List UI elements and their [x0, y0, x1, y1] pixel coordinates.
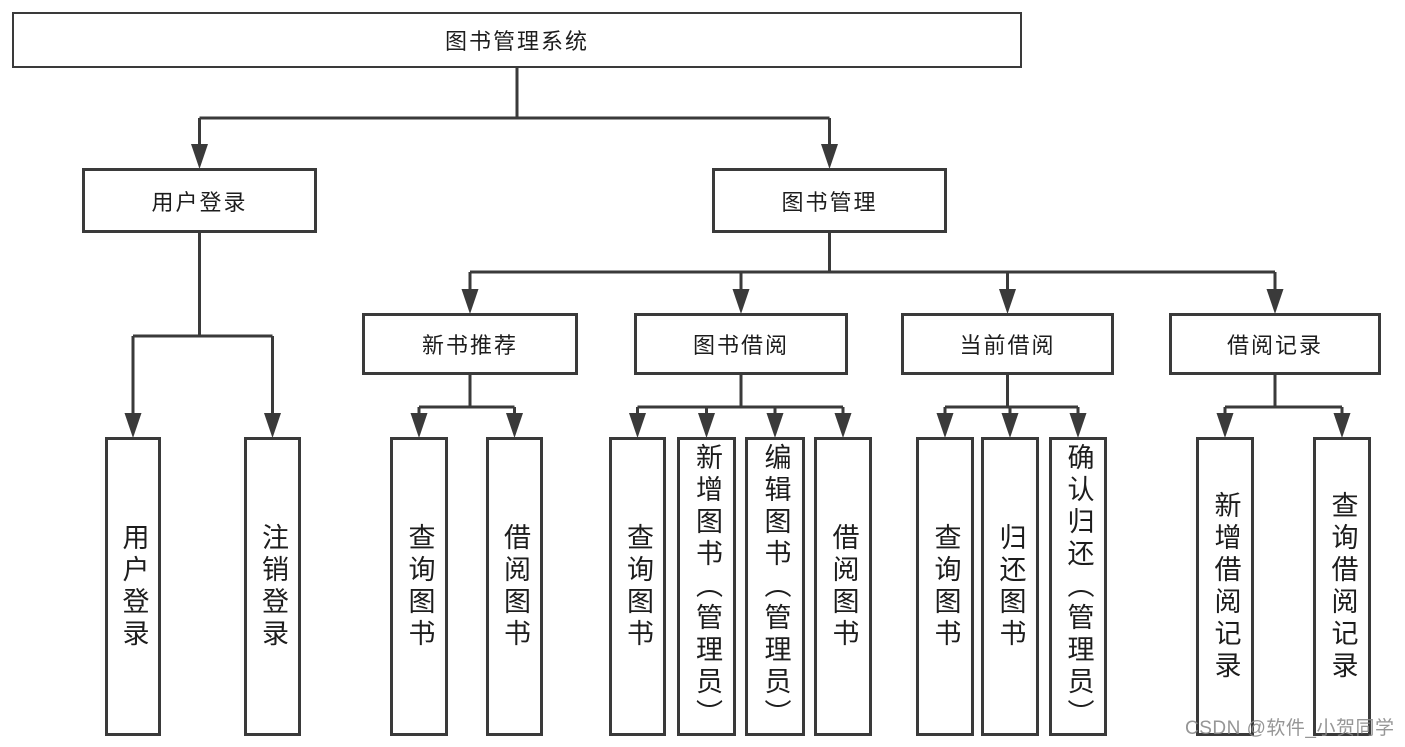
node-edit-books-admin: 编辑图书（管理员）: [745, 437, 805, 736]
node-user-login-leaf: 用户登录: [105, 437, 161, 736]
node-add-borrow-record: 新增借阅记录: [1196, 437, 1254, 736]
arrowhead-book-management-branch: [821, 144, 838, 169]
arrowhead-logout-leaf: [264, 413, 281, 438]
csdn-watermark: CSDN @软件_小贺同学: [1185, 718, 1395, 739]
node-return-books: 归还图书: [981, 437, 1039, 736]
arrowhead-borrowing-records: [1266, 289, 1284, 314]
node-logout-leaf: 注销登录: [244, 437, 301, 736]
node-user-login-branch: 用户登录: [82, 168, 317, 233]
node-query-books-recommend: 查询图书: [390, 437, 448, 736]
arrowhead-add-books-admin: [698, 413, 715, 438]
node-borrowing-records: 借阅记录: [1169, 313, 1381, 375]
node-confirm-return-admin: 确认归还（管理员）: [1049, 437, 1107, 736]
node-query-borrow-record: 查询借阅记录: [1313, 437, 1371, 736]
node-query-books-borrowing: 查询图书: [609, 437, 666, 736]
arrowhead-borrow-books-admin: [834, 413, 852, 438]
node-current-borrowing: 当前借阅: [901, 313, 1114, 375]
arrowhead-current-borrowing: [999, 289, 1016, 314]
arrowhead-confirm-return-admin: [1069, 413, 1087, 438]
node-book-management-branch: 图书管理: [712, 168, 947, 233]
arrowhead-query-books-borrowing: [629, 413, 646, 438]
arrowhead-user-login-branch: [191, 144, 208, 169]
node-borrow-books-recommend: 借阅图书: [486, 437, 543, 736]
arrowhead-edit-books-admin: [766, 413, 784, 438]
arrowhead-borrow-books-recommend: [506, 413, 523, 438]
node-add-books-admin: 新增图书（管理员）: [677, 437, 736, 736]
node-new-book-recommend: 新书推荐: [362, 313, 578, 375]
arrowhead-return-books: [1001, 413, 1019, 438]
arrowhead-new-book-recommend: [461, 289, 479, 314]
arrowhead-query-borrow-record: [1333, 413, 1351, 438]
node-system-root: 图书管理系统: [12, 12, 1022, 68]
arrowhead-query-books-recommend: [410, 413, 428, 438]
arrowhead-query-books-current: [936, 413, 954, 438]
arrowhead-add-borrow-record: [1216, 413, 1234, 438]
node-book-borrowing: 图书借阅: [634, 313, 848, 375]
node-query-books-current: 查询图书: [916, 437, 974, 736]
arrowhead-book-borrowing: [732, 289, 750, 314]
arrowhead-user-login-leaf: [124, 413, 142, 438]
node-borrow-books-admin: 借阅图书: [814, 437, 872, 736]
